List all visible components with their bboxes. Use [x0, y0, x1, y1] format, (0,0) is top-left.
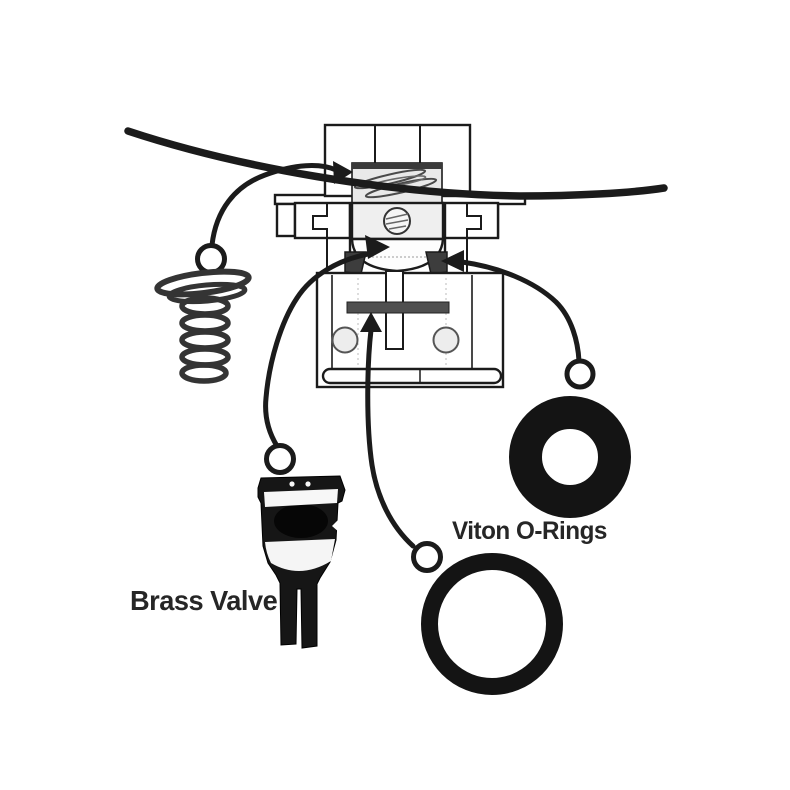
- viton-orings-label: Viton O-Rings: [452, 517, 607, 545]
- oring-right-arrowhead: [441, 250, 464, 272]
- carburetor-assembly: [273, 123, 527, 389]
- viton-o-ring-thick: [509, 396, 631, 518]
- brass-valve: [257, 475, 346, 649]
- valve-lower-highlight: [265, 539, 335, 572]
- oring-bottom-leader: [365, 327, 416, 549]
- spring-leader: [209, 163, 339, 248]
- viton-o-ring-thin: [421, 553, 563, 695]
- float-pivot-left: [331, 326, 359, 354]
- bowl-base: [321, 367, 503, 385]
- oring-bottom-arrowhead: [360, 312, 382, 332]
- spring-callout-circle: [195, 243, 227, 275]
- brass-valve-callout-circle: [264, 443, 296, 475]
- oring-right-leader: [459, 259, 582, 364]
- brass-valve-leader: [263, 251, 371, 449]
- left-wing: [293, 201, 352, 240]
- right-wing: [441, 201, 500, 240]
- brass-valve-label: Brass Valve: [130, 585, 278, 616]
- cable-line: [124, 127, 668, 200]
- bowl-seal-right: [425, 251, 448, 275]
- brass-valve-arrowhead: [365, 235, 390, 259]
- float-pivot-right: [432, 326, 460, 354]
- callout-leaders: [195, 161, 596, 573]
- valve-flange-highlight: [264, 489, 338, 507]
- spring-arrowhead: [333, 161, 353, 184]
- oring-bottom-callout-circle: [411, 541, 443, 573]
- coil-spring: [154, 268, 252, 384]
- oring-right-callout-circle: [564, 358, 596, 390]
- jet-bar: [346, 301, 450, 314]
